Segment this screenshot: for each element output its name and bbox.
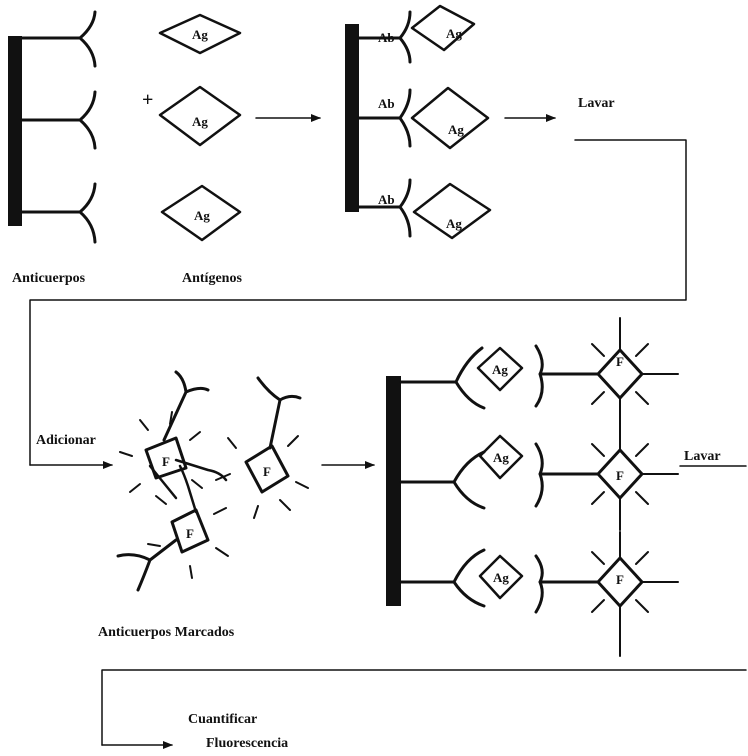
step-lavar-1: Lavar	[578, 96, 615, 111]
antibody-arm	[399, 548, 486, 608]
fluorophore-label: F	[616, 468, 624, 483]
stage1-antigens	[158, 13, 242, 242]
antigen-diamond	[476, 346, 524, 392]
antibody-arm	[357, 178, 412, 238]
antigen-label: Ag	[492, 362, 508, 377]
plus-sign: +	[142, 89, 153, 111]
step-adicionar: Adicionar	[36, 433, 96, 448]
antigen-label: Ag	[493, 450, 509, 465]
detection-antibody	[534, 554, 600, 614]
antibody-arm	[357, 10, 412, 64]
fluorophore-square	[244, 444, 290, 494]
connector-wash-2	[101, 465, 747, 749]
antibody-arm	[20, 182, 97, 244]
step-lavar-2: Lavar	[684, 449, 721, 464]
caption-anticuerpos-marcados: Anticuerpos Marcados	[98, 625, 235, 640]
antigen-diamond	[158, 85, 242, 147]
antibody-arm	[20, 90, 97, 150]
labeled-antibody	[116, 464, 229, 592]
antibody-arm	[357, 88, 412, 148]
antibody-label: Ab	[378, 30, 395, 45]
detection-antibody	[534, 344, 600, 408]
antigen-label: Ag	[446, 26, 462, 41]
antibody-label: Ab	[378, 96, 395, 111]
stage4-sandwich	[386, 317, 679, 657]
solid-phase-bar	[8, 36, 22, 226]
detection-antibody	[534, 442, 600, 508]
step-cuantificar: Cuantificar	[188, 712, 257, 727]
stage3-labeled-antibodies	[116, 370, 309, 592]
antigen-diamond	[478, 434, 524, 480]
fluorophore-label: F	[616, 354, 624, 369]
antigen-diamond	[410, 86, 490, 150]
antigen-label: Ag	[493, 570, 509, 585]
antibody-label: Ab	[378, 192, 395, 207]
step-fluorescencia: Fluorescencia	[206, 736, 288, 751]
connector-wash-1	[29, 139, 687, 469]
antigen-diamond	[412, 182, 492, 240]
solid-phase-bar	[345, 24, 359, 212]
antigen-diamond	[410, 4, 476, 52]
antigen-diamond	[160, 184, 242, 242]
antigen-label: Ag	[194, 208, 210, 223]
antibody-arm	[399, 346, 486, 410]
antibody-arm	[20, 10, 97, 68]
caption-anticuerpos: Anticuerpos	[12, 271, 86, 286]
antigen-label: Ag	[446, 216, 462, 231]
antigen-diamond	[158, 13, 242, 55]
stage2-complex	[345, 4, 492, 240]
fluorophore-square	[170, 508, 210, 554]
labeled-antibody	[215, 376, 309, 519]
stage1-antibodies	[8, 10, 97, 244]
solid-phase-bar	[386, 376, 401, 606]
fluorophore-label: F	[616, 572, 624, 587]
antigen-diamond	[478, 554, 524, 600]
fluorophore-label: F	[186, 526, 194, 541]
antigen-label: Ag	[192, 114, 208, 129]
antigen-label: Ag	[192, 27, 208, 42]
antibody-arm	[399, 450, 486, 510]
fluorophore-label: F	[263, 464, 271, 479]
labeled-antibody	[119, 370, 228, 500]
fluorophore-label: F	[162, 454, 170, 469]
caption-antigenos: Antígenos	[182, 271, 242, 286]
antigen-label: Ag	[448, 122, 464, 137]
